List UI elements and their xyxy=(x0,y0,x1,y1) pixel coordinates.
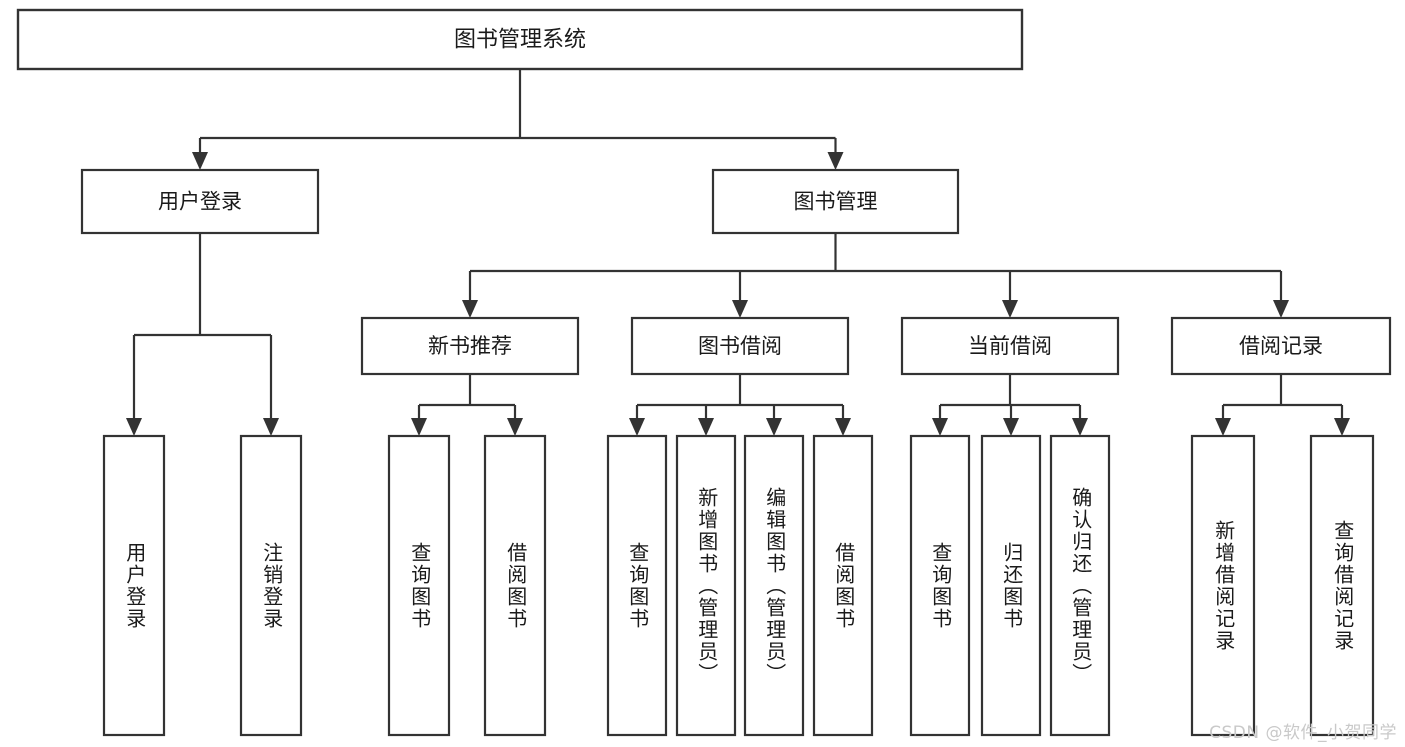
node-leaf-confirm-return[interactable] xyxy=(1049,434,1111,737)
node-user-login[interactable] xyxy=(80,168,320,235)
node-new-book-rec[interactable] xyxy=(360,316,580,376)
node-leaf-borrow-book-2[interactable] xyxy=(812,434,874,737)
arrow-head-icon xyxy=(1273,300,1289,318)
node-user-login-label: 用户登录 xyxy=(158,190,242,214)
arrow-head-icon xyxy=(507,418,523,436)
node-book-manage[interactable] xyxy=(711,168,960,235)
node-leaf-add-record[interactable] xyxy=(1190,434,1256,737)
arrow-head-icon xyxy=(462,300,478,318)
node-leaf-logout[interactable] xyxy=(239,434,303,737)
node-root-label: 图书管理系统 xyxy=(454,28,586,53)
node-leaf-query-book-2[interactable] xyxy=(606,434,668,737)
node-leaf-borrow-book-1[interactable] xyxy=(483,434,547,737)
arrow-head-icon xyxy=(1334,418,1350,436)
node-leaf-query-record[interactable] xyxy=(1309,434,1375,737)
arrow-head-icon xyxy=(932,418,948,436)
arrow-head-icon xyxy=(126,418,142,436)
node-leaf-query-book-1[interactable] xyxy=(387,434,451,737)
arrow-head-icon xyxy=(732,300,748,318)
arrow-head-icon xyxy=(192,152,208,170)
node-leaf-add-book[interactable] xyxy=(675,434,737,737)
node-book-borrow-label: 图书借阅 xyxy=(698,334,782,358)
connector-layer xyxy=(126,69,1350,436)
arrow-head-icon xyxy=(263,418,279,436)
arrow-head-icon xyxy=(1002,300,1018,318)
arrow-head-icon xyxy=(698,418,714,436)
node-leaf-user-login[interactable] xyxy=(102,434,166,737)
node-leaf-edit-book[interactable] xyxy=(743,434,805,737)
arrow-head-icon xyxy=(766,418,782,436)
node-book-borrow[interactable] xyxy=(630,316,850,376)
node-new-book-rec-label: 新书推荐 xyxy=(428,334,512,358)
node-book-manage-label: 图书管理 xyxy=(794,190,878,214)
node-current-borrow[interactable] xyxy=(900,316,1120,376)
node-root[interactable] xyxy=(16,8,1024,71)
arrow-head-icon xyxy=(827,152,844,170)
node-box-layer xyxy=(16,8,1392,737)
arrow-head-icon xyxy=(629,418,645,436)
node-leaf-return-book[interactable] xyxy=(980,434,1042,737)
node-current-borrow-label: 当前借阅 xyxy=(968,334,1052,358)
arrow-head-icon xyxy=(411,418,427,436)
arrow-head-icon xyxy=(1072,418,1088,436)
arrow-head-icon xyxy=(1003,418,1019,436)
node-borrow-record-label: 借阅记录 xyxy=(1239,334,1323,358)
node-borrow-record[interactable] xyxy=(1170,316,1392,376)
node-leaf-query-book-3[interactable] xyxy=(909,434,971,737)
arrow-head-icon xyxy=(835,418,851,436)
arrow-head-icon xyxy=(1215,418,1231,436)
